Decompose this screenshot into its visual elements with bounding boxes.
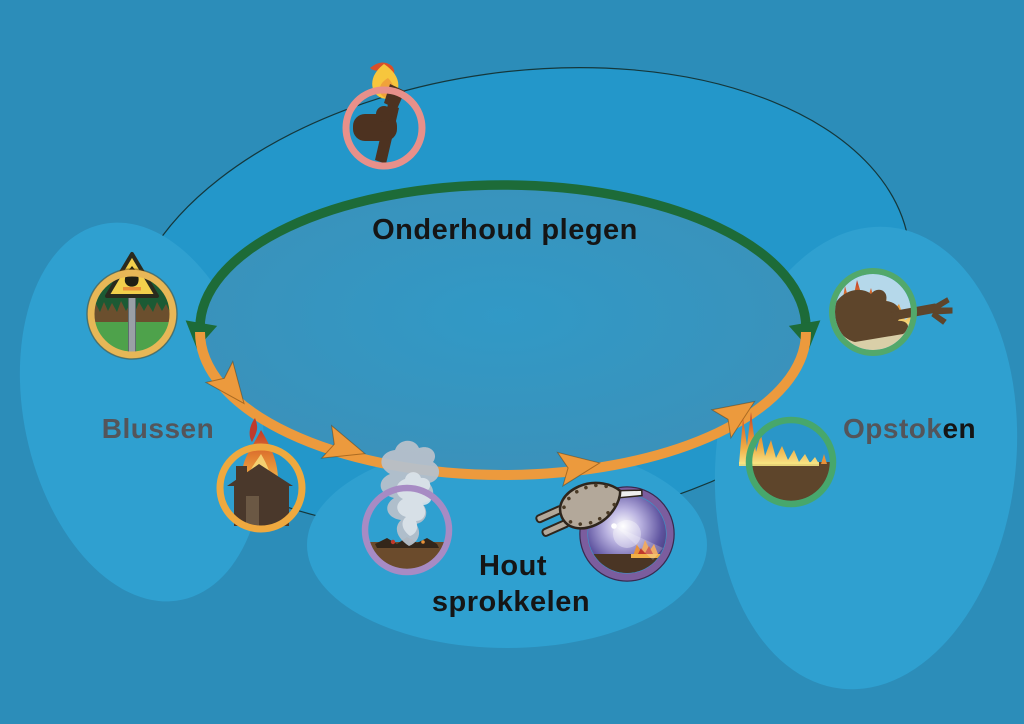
firefront-ring: [745, 416, 837, 508]
warning-sign-ring-outline: [86, 268, 178, 360]
label-hout-line2: sprokkelen: [432, 586, 590, 618]
warning-sign-ring: [87, 269, 177, 359]
inner-ellipse: [200, 187, 806, 473]
torch-hand-icon: [342, 62, 426, 170]
label-hout-line1: Hout: [479, 550, 547, 582]
label-onderhoud: Onderhoud plegen: [372, 214, 638, 246]
driptorch-ring: [829, 268, 917, 356]
fire-warning-sign-icon: [86, 252, 178, 360]
label-blussen: Blussen: [102, 413, 214, 444]
torch-ring: [342, 86, 426, 170]
cycle-arrowhead-2: [320, 424, 367, 459]
cycle-arc-group: [195, 331, 811, 488]
firefront-embers: [739, 462, 819, 466]
maintenance-arc: [195, 180, 811, 329]
smolder-ring: [361, 484, 453, 576]
cycle-arrowhead-1: [204, 360, 245, 405]
house-silhouette: [227, 464, 293, 526]
burning-house-icon: [216, 418, 306, 533]
cycle-arrowhead-3: [556, 451, 601, 488]
cycle-arc: [195, 331, 811, 480]
house-flame-spike: [249, 418, 258, 442]
bellows-icon: [535, 481, 675, 582]
bellows-rivets: [562, 483, 617, 526]
fire-front-icon: [739, 412, 837, 508]
firefront-flames: [739, 412, 819, 464]
firefront-small-flame: [821, 454, 827, 464]
label-opstoken: Opstoken: [843, 413, 976, 444]
driptorch-scene: [835, 280, 911, 350]
drip-torch-icon: [829, 268, 953, 356]
smoldering-fire-icon: [361, 440, 453, 576]
house-ring: [216, 443, 306, 533]
bellows-spark: [611, 523, 617, 529]
cycle-arrowhead-4: [710, 400, 756, 440]
bellows-tool: [535, 481, 643, 537]
bellows-ring-outline: [579, 486, 675, 582]
